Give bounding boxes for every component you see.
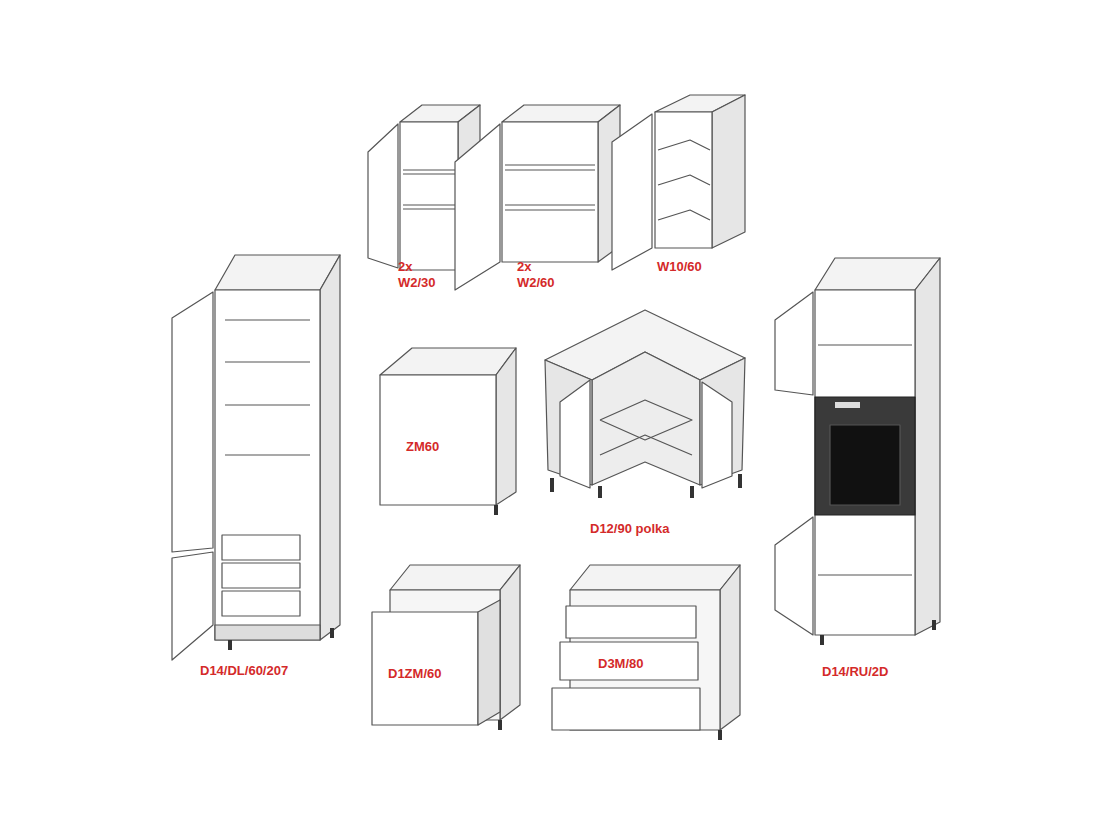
dishwasher-front [380,348,516,515]
wall-corner-cabinet [612,95,745,270]
part-code: ZM60 [406,439,439,455]
wall-cabinet-60 [455,105,620,290]
part-code: 2x W2/30 [398,259,444,291]
tall-fridge-cabinet [172,255,340,660]
part-code: D3M/80 [598,656,644,672]
part-code: D14/DL/60/207 [200,663,288,679]
part-code: 2x W2/60 [517,259,563,291]
part-code: D14/RU/2D [822,664,888,680]
base-corner-cabinet [545,310,745,498]
part-code: D1ZM/60 [388,666,441,682]
part-code: W10/60 [657,259,702,275]
drawer-base-cabinet [552,565,740,740]
part-code: D12/90 polka [590,521,670,537]
tall-oven-cabinet [775,258,940,645]
sink-base-cabinet [372,565,520,730]
